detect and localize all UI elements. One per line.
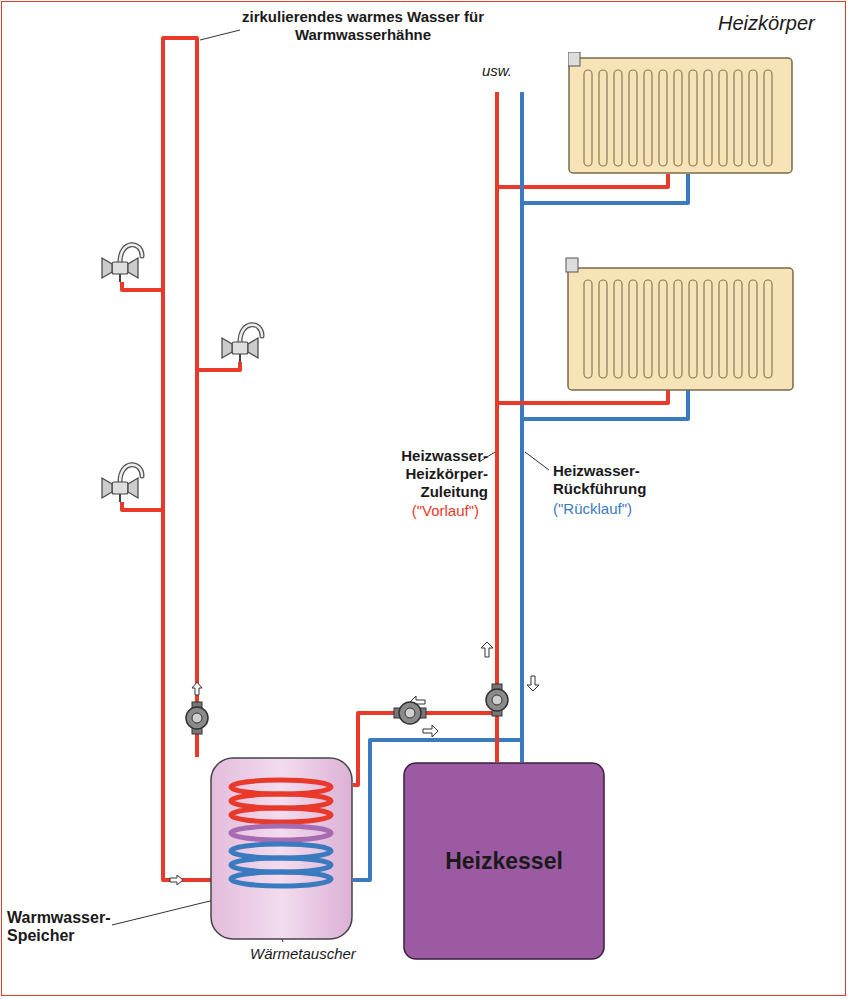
flow-arrow [527,676,539,691]
tap [222,325,262,362]
boiler: Heizkessel [403,762,605,960]
tank-heading: Warmwasser-Speicher [7,909,110,945]
hot-water-tank: Warmwasser-Speicher [210,757,353,940]
pipe-term: ("Vorlauf") [412,502,479,520]
circulation-pump [186,702,208,734]
pipe-note: zirkulierendes warmes Wasser für Warmwas… [238,8,488,44]
flow-arrow [192,682,202,695]
pipe-name: Heizwasser-Rückführung [553,462,646,498]
hot-water-loop [122,38,240,880]
heating-pump [486,684,508,716]
boiler-label: Heizkessel [445,848,563,875]
tap [102,465,142,502]
radiator [566,258,793,390]
radiator: Heizkörper [568,52,793,174]
storage-pump [394,702,426,724]
hot-water-tank-shape [210,757,353,940]
pipe-name: Heizwasser-Heizkörper-Zuleitung [401,447,488,501]
flow-arrow [481,642,493,657]
pipe [522,174,688,762]
flow-arrow [170,875,183,885]
radiator-shape [568,52,793,174]
pipe-term: ("Rücklauf") [553,500,632,518]
radiator-heading: Heizkörper [718,12,815,35]
flow-arrow [423,725,438,737]
tap [102,245,142,282]
continuation-note: usw. [482,62,512,80]
part-name: Wärmetauscher [250,945,356,963]
